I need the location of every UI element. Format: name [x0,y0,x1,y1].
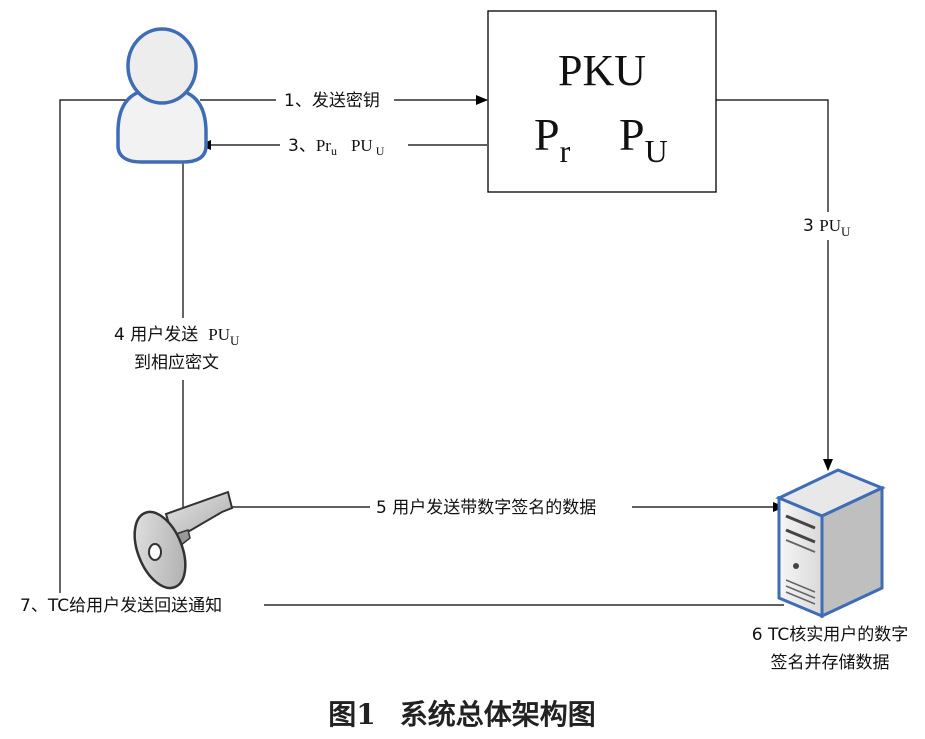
label-tc-notify: 7、TC给用户发送回送通知 [20,596,222,616]
pku-private-key: Pr [534,109,571,169]
user-icon [116,27,208,164]
label-user-send-line2: 到相应密文 [134,353,219,373]
pku-box [487,10,717,193]
pku-public-key: PU [619,109,668,169]
label-send-key: 1、发送密钥 [284,91,380,111]
arrow-pku-to-server [716,99,833,471]
server-label-line1: 6 TC核实用户的数字 [752,625,908,645]
server-label-line2: 签名并存储数据 [771,653,890,673]
label-signed-data: 5 用户发送带数字签名的数据 [376,498,596,518]
arrow-server-to-user [59,95,784,606]
label-pku-to-server: 3 PUU [803,216,851,239]
key-icon [133,490,234,590]
server-icon [775,468,886,619]
pku-title: PKU [558,46,646,95]
